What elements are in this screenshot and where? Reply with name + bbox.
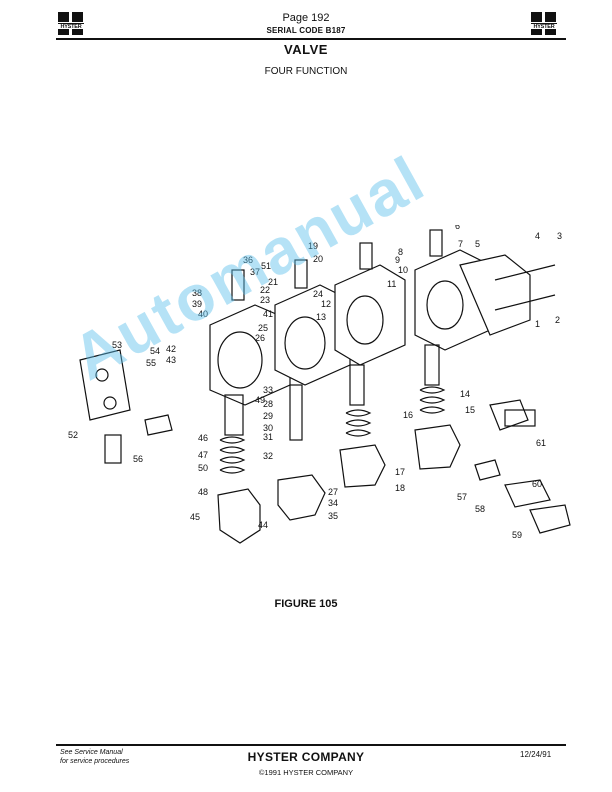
callout-14: 14	[460, 389, 470, 399]
callout-16: 16	[403, 410, 413, 420]
callout-22: 22	[260, 285, 270, 295]
callout-2: 2	[555, 315, 560, 325]
page-subtitle: FOUR FUNCTION	[264, 66, 348, 77]
callout-55: 55	[146, 358, 156, 368]
figure-caption: FIGURE 105	[274, 598, 338, 610]
callout-61: 61	[536, 438, 546, 448]
callout-57: 57	[457, 492, 467, 502]
callout-6: 6	[455, 225, 460, 231]
callout-23: 23	[260, 295, 270, 305]
callout-21: 21	[268, 277, 278, 287]
callout-44: 44	[258, 520, 268, 530]
callout-35: 35	[328, 511, 338, 521]
callout-52: 52	[68, 430, 78, 440]
callout-37: 37	[250, 267, 260, 277]
callout-41: 41	[263, 309, 273, 319]
callout-49: 49	[255, 395, 265, 405]
callout-39: 39	[192, 299, 202, 309]
header-rule	[56, 38, 566, 40]
callout-1: 1	[535, 319, 540, 329]
callout-40: 40	[198, 309, 208, 319]
callout-29: 29	[263, 411, 273, 421]
callout-19: 19	[308, 241, 318, 251]
callout-28: 28	[263, 399, 273, 409]
callout-53: 53	[112, 340, 122, 350]
callout-30: 30	[263, 423, 273, 433]
callout-12: 12	[321, 299, 331, 309]
callout-34: 34	[328, 498, 338, 508]
service-note-line1: See Service Manual	[60, 749, 123, 756]
callout-27: 27	[328, 487, 338, 497]
callout-8: 8	[398, 247, 403, 257]
service-note-line2: for service procedures	[60, 758, 130, 765]
hyster-logo-right: HYSTER	[531, 12, 557, 35]
callout-60: 60	[532, 479, 542, 489]
callout-7: 7	[458, 239, 463, 249]
callout-24: 24	[313, 289, 323, 299]
callout-48: 48	[198, 487, 208, 497]
page-number: Page 192	[282, 12, 330, 24]
callout-36: 36	[243, 255, 253, 265]
callout-45: 45	[190, 512, 200, 522]
logo-text: HYSTER	[531, 23, 557, 30]
callout-54: 54	[150, 346, 160, 356]
callout-9: 9	[395, 255, 400, 265]
hyster-logo-left: HYSTER	[58, 12, 84, 35]
callout-4: 4	[535, 231, 540, 241]
callout-56: 56	[133, 454, 143, 464]
serial-code: SERIAL CODE B187	[266, 26, 346, 35]
company-name: HYSTER COMPANY	[247, 750, 365, 764]
callout-32: 32	[263, 451, 273, 461]
callout-51: 51	[261, 261, 271, 271]
callout-43: 43	[166, 355, 176, 365]
callout-59: 59	[512, 530, 522, 540]
callout-58: 58	[475, 504, 485, 514]
callout-26: 26	[255, 333, 265, 343]
callout-46: 46	[198, 433, 208, 443]
callout-31: 31	[263, 432, 273, 442]
callout-20: 20	[313, 254, 323, 264]
footer-rule	[56, 744, 566, 746]
page-date: 12/24/91	[520, 750, 552, 759]
callout-10: 10	[398, 265, 408, 275]
service-note: See Service Manual for service procedure…	[60, 748, 129, 766]
callout-42: 42	[166, 344, 176, 354]
callout-50: 50	[198, 463, 208, 473]
callout-15: 15	[465, 405, 475, 415]
logo-text: HYSTER	[58, 23, 84, 30]
callout-13: 13	[316, 312, 326, 322]
callout-5: 5	[475, 239, 480, 249]
copyright: ©1991 HYSTER COMPANY	[258, 768, 354, 777]
exploded-valve-diagram: 1 2 3 4 5 6 7 8 9 10 11 12 13 14 15 16 1…	[68, 225, 571, 544]
callout-3: 3	[557, 231, 562, 241]
callout-11: 11	[387, 279, 396, 289]
page-title: VALVE	[284, 42, 328, 57]
callout-25: 25	[258, 323, 268, 333]
callout-17: 17	[395, 467, 405, 477]
callout-38: 38	[192, 288, 202, 298]
callout-18: 18	[395, 483, 405, 493]
callout-33: 33	[263, 385, 273, 395]
callout-47: 47	[198, 450, 208, 460]
